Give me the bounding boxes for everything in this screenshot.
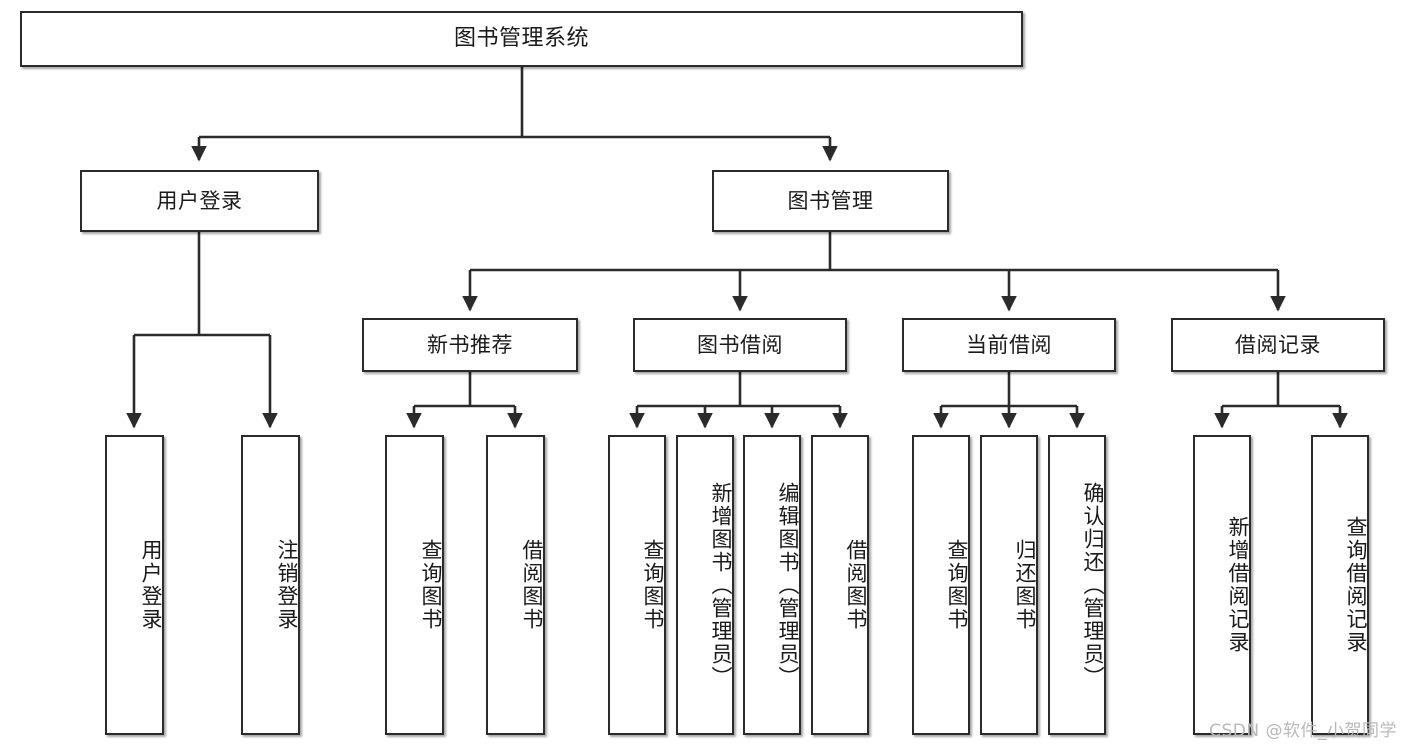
leaf-current-borrow-return[interactable]: 归还图书: [980, 435, 1038, 735]
node-label: 当前借阅: [966, 332, 1052, 357]
leaf-user-login-logout[interactable]: 注销登录: [241, 435, 300, 735]
csdn-watermark: CSDN @软件_小贺同学: [1209, 721, 1397, 741]
node-label: 图书管理系统: [453, 26, 589, 52]
leaf-book-borrow-add[interactable]: 新增图书（管理员）: [676, 435, 734, 735]
node-label: 图书借阅: [697, 332, 783, 357]
node-label: 新书推荐: [427, 332, 513, 357]
leaf-borrow-record-add[interactable]: 新增借阅记录: [1193, 435, 1251, 735]
node-borrow-record[interactable]: 借阅记录: [1171, 318, 1385, 372]
leaf-new-book-borrow[interactable]: 借阅图书: [486, 435, 545, 735]
node-label: 新增借阅记录: [1226, 516, 1250, 654]
node-label: 归还图书: [1013, 539, 1037, 631]
node-label: 图书管理: [787, 188, 874, 213]
leaf-book-borrow-query[interactable]: 查询图书: [608, 435, 666, 735]
node-label: 借阅记录: [1235, 332, 1321, 357]
node-label: 查询图书: [641, 539, 665, 631]
node-label: 查询借阅记录: [1344, 516, 1368, 654]
node-book-management[interactable]: 图书管理: [712, 170, 949, 232]
node-book-borrow[interactable]: 图书借阅: [633, 318, 847, 372]
node-label: 确认归还（管理员）: [1081, 481, 1105, 689]
leaf-borrow-record-query[interactable]: 查询借阅记录: [1311, 435, 1369, 735]
leaf-current-borrow-query[interactable]: 查询图书: [912, 435, 970, 735]
node-new-book-recommend[interactable]: 新书推荐: [362, 318, 578, 372]
node-label: 注销登录: [275, 539, 299, 631]
node-label: 借阅图书: [844, 539, 868, 631]
node-label: 新增图书（管理员）: [709, 481, 733, 689]
node-label: 查询图书: [419, 539, 443, 631]
node-label: 查询图书: [945, 539, 969, 631]
leaf-book-borrow-borrow[interactable]: 借阅图书: [811, 435, 869, 735]
node-label: 编辑图书（管理员）: [776, 481, 800, 689]
node-label: 用户登录: [139, 539, 163, 631]
leaf-current-borrow-confirm-return[interactable]: 确认归还（管理员）: [1048, 435, 1106, 735]
node-label: 用户登录: [156, 188, 243, 213]
node-root-book-management-system[interactable]: 图书管理系统: [20, 11, 1023, 67]
leaf-user-login-login[interactable]: 用户登录: [105, 435, 164, 735]
leaf-book-borrow-edit[interactable]: 编辑图书（管理员）: [743, 435, 801, 735]
node-label: 借阅图书: [520, 539, 544, 631]
node-user-login[interactable]: 用户登录: [80, 170, 319, 232]
leaf-new-book-query[interactable]: 查询图书: [385, 435, 444, 735]
node-current-borrow[interactable]: 当前借阅: [902, 318, 1116, 372]
